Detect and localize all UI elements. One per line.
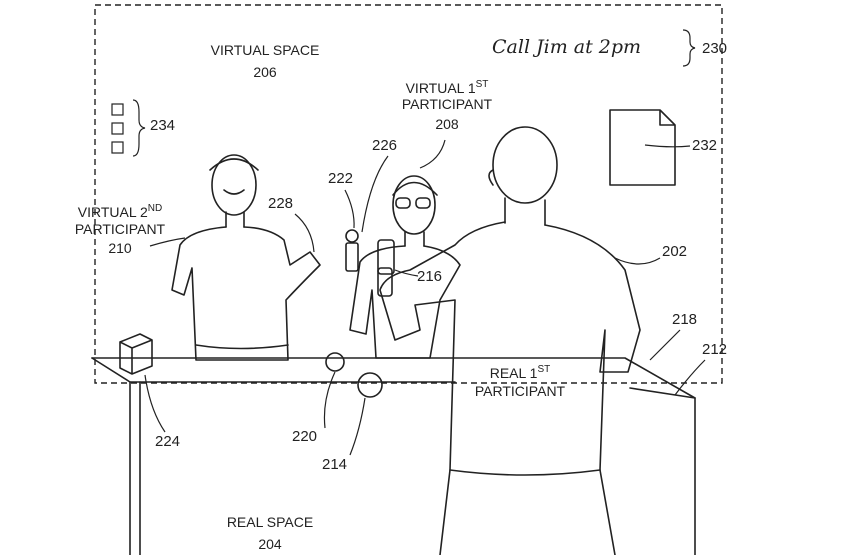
ref-214: 214	[322, 456, 347, 473]
ref-212: 212	[702, 341, 727, 358]
virtual-1st-label-b: PARTICIPANT	[402, 96, 493, 112]
reminder-note: Call Jim at 2pm	[492, 36, 641, 58]
virtual-1st-number: 208	[435, 116, 459, 132]
virtual-1st-label: VIRTUAL 1ST	[406, 79, 489, 96]
real-space-label: REAL SPACE	[227, 514, 313, 530]
real-1st-label-b: PARTICIPANT	[475, 383, 566, 399]
document-icon	[609, 109, 676, 186]
ref-220: 220	[292, 428, 317, 445]
virtual-2nd-label: VIRTUAL 2ND	[78, 203, 162, 220]
ref-202: 202	[662, 243, 687, 260]
virtual-2nd-label-b: PARTICIPANT	[75, 221, 166, 237]
ref-226: 226	[372, 137, 397, 154]
virtual-ball	[345, 229, 359, 243]
real-1st-participant	[377, 126, 641, 555]
ref-230: 230	[702, 40, 727, 57]
virtual-2nd-number: 210	[108, 240, 132, 256]
ref-218: 218	[672, 311, 697, 328]
cube-object	[119, 333, 153, 375]
virtual-space-number: 206	[253, 64, 277, 80]
real-ball-220	[325, 352, 345, 372]
virtual-2nd-participant	[171, 154, 321, 361]
ref-228: 228	[268, 195, 293, 212]
table	[91, 357, 696, 555]
ref-232: 232	[692, 137, 717, 154]
ref-216: 216	[417, 268, 442, 285]
virtual-1st-participant	[349, 175, 461, 359]
checkbox-list-icon	[111, 99, 146, 157]
virtual-phone	[345, 242, 359, 272]
ref-222: 222	[328, 170, 353, 187]
real-1st-label: REAL 1ST	[490, 364, 551, 381]
virtual-space-label: VIRTUAL SPACE	[211, 42, 320, 58]
real-space-number: 204	[258, 536, 282, 552]
real-ball-214	[357, 372, 383, 398]
ref-234: 234	[150, 117, 175, 134]
ref-224: 224	[155, 433, 180, 450]
note-brace	[682, 29, 696, 67]
virtual-space-boundary	[94, 4, 723, 384]
